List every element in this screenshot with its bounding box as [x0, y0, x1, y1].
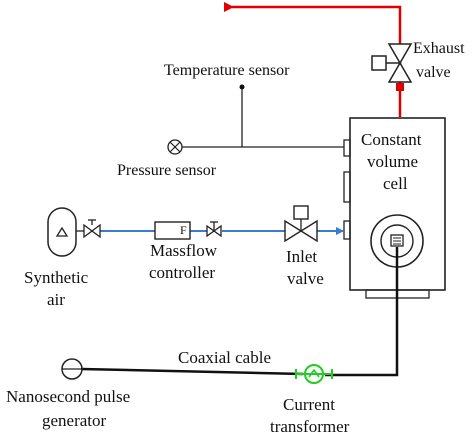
current-transformer-label-line2: transformer: [270, 417, 350, 434]
cell-port-inlet: [343, 220, 351, 240]
mfc-needle-valve: [206, 221, 222, 238]
exhaust-valve-label-line2: valve: [416, 64, 451, 81]
massflow-controller: F: [154, 221, 191, 240]
exhaust-valve[interactable]: [371, 43, 413, 91]
current-transformer: [295, 364, 333, 384]
exhaust-valve-actuator: [371, 55, 387, 71]
pulse-generator-label-line2: generator: [42, 411, 107, 430]
temperature-sensor-label: Temperature sensor: [164, 62, 290, 79]
cell-electrode: [390, 234, 404, 247]
cylinder-valve-icon: [83, 223, 94, 239]
synthetic-air-label-line2: air: [47, 290, 65, 309]
inlet-valve-label-line1: Inlet: [286, 247, 317, 266]
nanosecond-pulse-generator: [61, 358, 83, 380]
massflow-label-line1: Massflow: [150, 241, 218, 260]
synthetic-air-cylinder: [47, 207, 101, 257]
exhaust-valve-port: [396, 83, 404, 91]
mfc-letter: F: [180, 223, 187, 237]
cell-label-line2: volume: [367, 152, 418, 171]
cell-port-side: [343, 171, 351, 203]
pressure-sensor: [167, 139, 344, 155]
cell-label-line1: Constant: [361, 130, 422, 149]
inlet-valve-actuator: [293, 205, 309, 220]
massflow-label-line2: controller: [149, 263, 215, 282]
temperature-sensor: [239, 84, 245, 147]
pressure-sensor-label: Pressure sensor: [117, 162, 217, 179]
inlet-valve-label-line2: valve: [287, 269, 324, 288]
inlet-valve[interactable]: [284, 205, 318, 243]
pulse-generator-label-line1: Nanosecond pulse: [6, 387, 130, 406]
current-transformer-label-line1: Current: [283, 395, 335, 414]
coaxial-cable: [80, 247, 399, 377]
cell-label-line3: cell: [383, 174, 408, 193]
cylinder-triangle-icon: [55, 226, 69, 237]
cell-port-pressure: [343, 139, 351, 157]
exhaust-valve-label-line1: Exhaust: [413, 40, 465, 57]
synthetic-air-label-line1: Synthetic: [24, 268, 89, 287]
coaxial-cable-label: Coaxial cable: [178, 348, 271, 367]
